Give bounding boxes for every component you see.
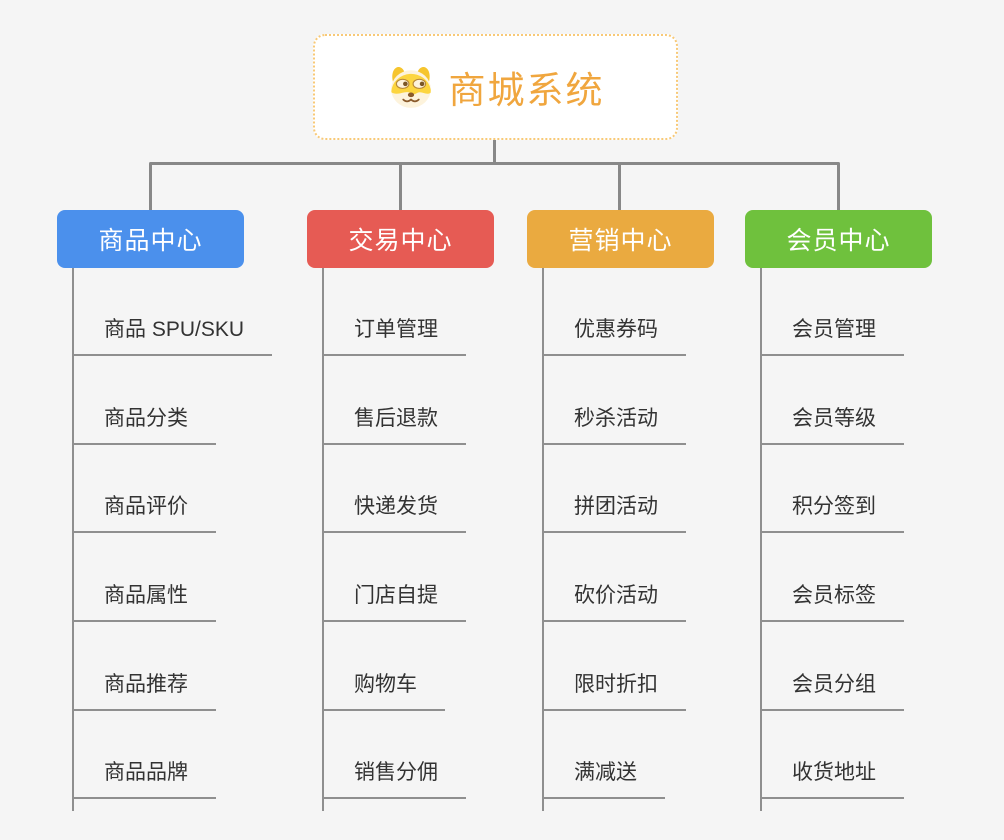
leaf-node-member-management[interactable]: 会员管理 [760,316,904,356]
branch-product-center: 商品中心 商品 SPU/SKU 商品分类 商品评价 商品属性 商品推荐 商品品牌 [57,210,273,811]
leaf-node-shopping-cart[interactable]: 购物车 [322,671,445,711]
leaf-node-member-level[interactable]: 会员等级 [760,405,904,445]
root-node[interactable]: 商城系统 [313,34,678,140]
leaf-node-limited-time-discount[interactable]: 限时折扣 [542,671,686,711]
branch-trunk-line [72,268,74,811]
root-title: 商城系统 [448,70,605,111]
leaf-node-product-review[interactable]: 商品评价 [72,493,216,533]
branch-header-member-center[interactable]: 会员中心 [745,210,932,268]
branch-marketing-center: 营销中心 优惠券码 秒杀活动 拼团活动 砍价活动 限时折扣 满减送 [527,210,714,811]
branch-header-marketing-center[interactable]: 营销中心 [527,210,714,268]
leaf-node-order-management[interactable]: 订单管理 [322,316,466,356]
leaf-node-member-group[interactable]: 会员分组 [760,671,904,711]
leaf-node-sales-commission[interactable]: 销售分佣 [322,759,466,799]
leaf-node-express-delivery[interactable]: 快递发货 [322,493,466,533]
leaf-node-points-checkin[interactable]: 积分签到 [760,493,904,533]
branch-trade-center: 交易中心 订单管理 售后退款 快递发货 门店自提 购物车 销售分佣 [307,210,494,811]
branch-member-center: 会员中心 会员管理 会员等级 积分签到 会员标签 会员分组 收货地址 [745,210,932,811]
leaf-node-flash-sale[interactable]: 秒杀活动 [542,405,686,445]
branch-header-trade-center[interactable]: 交易中心 [307,210,494,268]
branch-trunk-line [322,268,324,811]
doge-icon [387,65,435,109]
leaf-node-shipping-address[interactable]: 收货地址 [760,759,904,799]
leaf-node-coupon-code[interactable]: 优惠券码 [542,316,686,356]
leaf-node-member-tag[interactable]: 会员标签 [760,582,904,622]
leaf-node-product-brand[interactable]: 商品品牌 [72,759,216,799]
connector-stub-marketing-center [618,164,621,210]
leaf-node-full-reduction[interactable]: 满减送 [542,759,665,799]
leaf-node-product-spu-sku[interactable]: 商品 SPU/SKU [72,316,273,356]
leaf-node-store-pickup[interactable]: 门店自提 [322,582,466,622]
connector-horizontal-bar [149,162,840,165]
branch-trunk-line [760,268,762,811]
leaf-node-bargain-activity[interactable]: 砍价活动 [542,582,686,622]
leaf-node-product-attribute[interactable]: 商品属性 [72,582,216,622]
branch-trunk-line [542,268,544,811]
connector-stub-trade-center [399,164,402,210]
leaf-node-product-category[interactable]: 商品分类 [72,405,216,445]
connector-stub-product-center [149,164,152,210]
leaf-node-after-sale-refund[interactable]: 售后退款 [322,405,466,445]
leaf-node-product-recommend[interactable]: 商品推荐 [72,671,216,711]
branch-header-product-center[interactable]: 商品中心 [57,210,244,268]
leaf-node-group-buy[interactable]: 拼团活动 [542,493,686,533]
connector-root-stem [493,140,496,165]
connector-stub-member-center [837,164,840,210]
